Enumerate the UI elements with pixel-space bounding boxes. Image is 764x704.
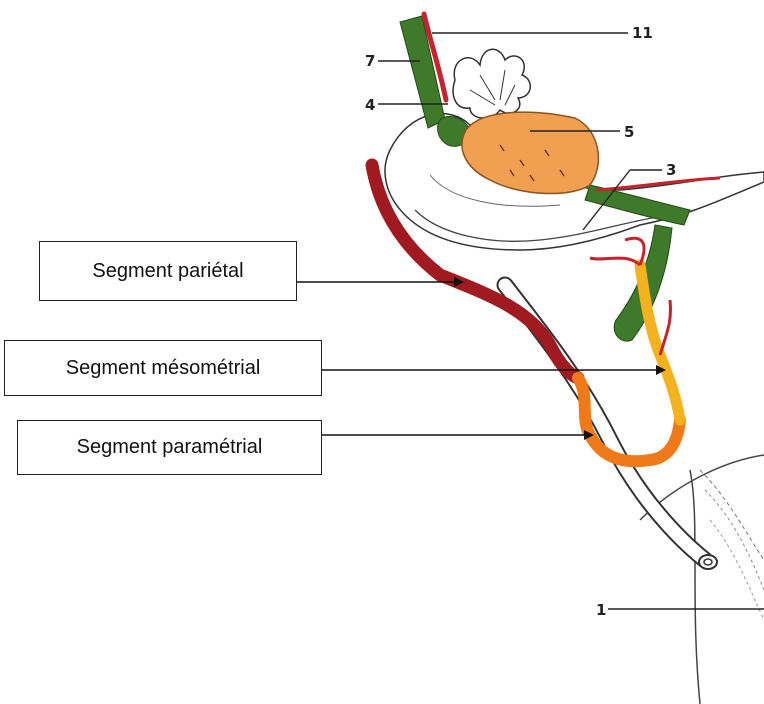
segment-parametrial-box: Segment paramétrial bbox=[17, 420, 322, 475]
label-7: 7 bbox=[365, 52, 375, 70]
label-1: 1 bbox=[596, 601, 606, 619]
label-3: 3 bbox=[666, 161, 676, 179]
segment-mesometrial-box: Segment mésométrial bbox=[4, 340, 322, 396]
segment-mesometrial-label: Segment mésométrial bbox=[66, 357, 261, 380]
label-4: 4 bbox=[365, 96, 375, 114]
label-11: 11 bbox=[632, 24, 653, 42]
uterus-outline bbox=[640, 455, 764, 704]
segment-parametrial-label: Segment paramétrial bbox=[77, 436, 263, 459]
segment-parietal-box: Segment pariétal bbox=[39, 241, 297, 301]
mesometrial-segment bbox=[640, 265, 680, 420]
label-5: 5 bbox=[624, 123, 634, 141]
fimbriae bbox=[453, 49, 530, 118]
segment-parietal-label: Segment pariétal bbox=[92, 260, 243, 283]
